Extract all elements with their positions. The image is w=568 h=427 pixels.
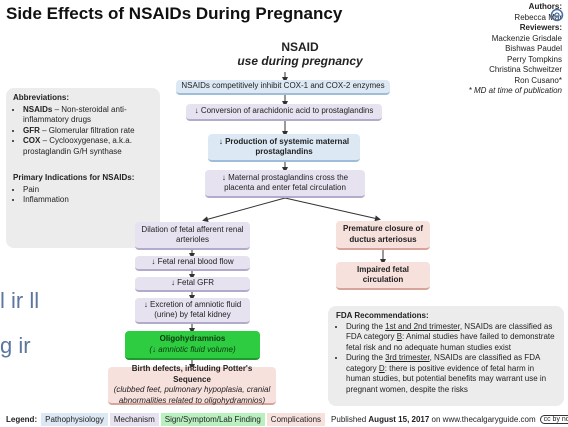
indication-item: Pain xyxy=(23,185,153,196)
oligohydramnios-finding: Oligohydramnios (↓ amniotic fluid volume… xyxy=(125,331,260,360)
indications-heading: Primary Indications for NSAIDs: xyxy=(13,173,135,182)
background-text-line: l ir ll xyxy=(0,288,40,313)
abbreviation-item: COX – Cyclooxygenase, a.k.a. prostagland… xyxy=(23,136,153,157)
legend-pathophysiology: Pathophysiology xyxy=(41,412,108,426)
legend-mechanism: Mechanism xyxy=(109,412,159,426)
abbreviation-item: NSAIDs – Non-steroidal anti-inflammatory… xyxy=(23,105,153,126)
indication-item: Inflammation xyxy=(23,195,153,206)
impaired-circulation-complication: Impaired fetal circulation xyxy=(336,262,430,290)
reviewer-name: Bishwas Paudel xyxy=(505,44,562,53)
page-title: Side Effects of NSAIDs During Pregnancy xyxy=(6,4,343,23)
step-blood-flow: ↓ Fetal renal blood flow xyxy=(135,256,250,271)
indications-list: Pain Inflammation xyxy=(13,185,153,206)
step-excretion: ↓ Excretion of amniotic fluid (urine) by… xyxy=(135,298,250,324)
nsaid-heading: NSAID use during pregnancy xyxy=(200,40,400,68)
abbreviation-item: GFR – Glomerular filtration rate xyxy=(23,126,153,137)
reviewers-label: Reviewers: xyxy=(519,23,562,32)
legend-complications: Complications xyxy=(266,412,326,426)
settings-gear-icon[interactable] xyxy=(550,8,564,22)
fda-heading: FDA Recommendations: xyxy=(336,311,429,320)
step-placenta-cross: ↓ Maternal prostaglandins cross the plac… xyxy=(205,170,365,198)
premature-closure-complication: Premature closure of ductus arteriosus xyxy=(336,221,430,250)
reviewer-name: Ron Cusano* xyxy=(514,75,562,85)
step-conversion: ↓ Conversion of arachidonic acid to pros… xyxy=(186,104,382,121)
nsaid-subtitle: use during pregnancy xyxy=(237,54,363,68)
fda-recommendations-panel: FDA Recommendations: During the 1st and … xyxy=(328,306,564,406)
authors-label: Authors: xyxy=(528,2,562,11)
legend-label: Legend: xyxy=(6,414,38,424)
abbreviations-heading: Abbreviations: xyxy=(13,93,70,102)
authors-block: Authors: Rebecca Mar Reviewers: Mackenzi… xyxy=(422,2,564,97)
background-text-line: g ir xyxy=(0,333,31,358)
fda-item: During the 3rd trimester, NSAIDs are cla… xyxy=(346,353,556,395)
md-note: * MD at time of publication xyxy=(468,86,562,95)
reviewer-name: Mackenzie Grisdale xyxy=(491,33,562,43)
legend-bar: Legend: Pathophysiology Mechanism Sign/S… xyxy=(0,411,568,427)
abbreviations-list: NSAIDs – Non-steroidal anti-inflammatory… xyxy=(13,105,153,158)
birth-defects-complication: Birth defects, including Potter's Sequen… xyxy=(108,364,276,405)
step-inhibit-cox: NSAIDs competitively inhibit COX-1 and C… xyxy=(176,80,390,95)
step-production: ↓ Production of systemic maternal prosta… xyxy=(208,134,360,162)
reviewer-name: Christina Schweitzer xyxy=(489,65,562,74)
nsaid-title: NSAID xyxy=(281,40,319,54)
abbreviations-panel: Abbreviations: NSAIDs – Non-steroidal an… xyxy=(6,88,160,248)
step-gfr: ↓ Fetal GFR xyxy=(135,277,250,292)
legend-sign: Sign/Symptom/Lab Finding xyxy=(160,412,265,426)
step-dilation: Dilation of fetal afferent renal arterio… xyxy=(135,222,250,250)
reviewer-name: Perry Tompkins xyxy=(507,54,562,64)
cc-license-badge: cc by nc nd xyxy=(539,414,568,424)
author-name: Rebecca Mar xyxy=(514,12,562,22)
fda-item: During the 1st and 2nd trimester, NSAIDs… xyxy=(346,322,556,354)
fda-list: During the 1st and 2nd trimester, NSAIDs… xyxy=(336,322,556,396)
published-info: Published August 15, 2017 on www.thecalg… xyxy=(331,414,536,424)
